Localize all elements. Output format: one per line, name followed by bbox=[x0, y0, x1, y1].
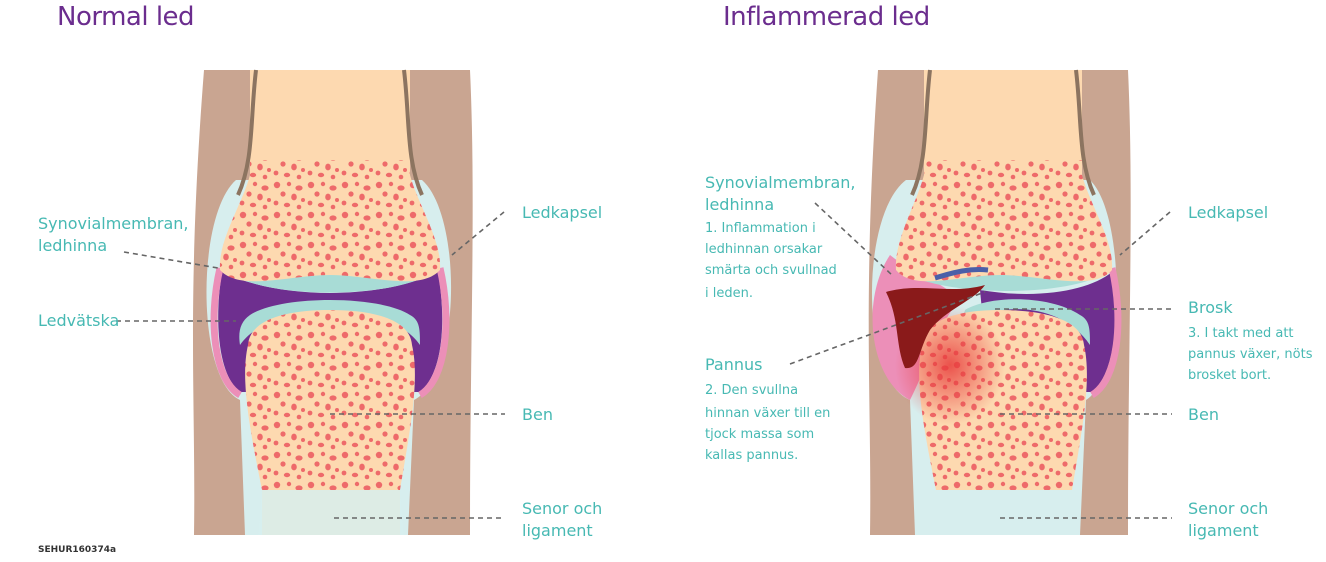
label-pannus: Pannus bbox=[705, 355, 763, 374]
label-ledkapsel-inflamed: Ledkapsel bbox=[1188, 203, 1269, 222]
label-senor-inflamed: Senor och ligament bbox=[1188, 499, 1269, 540]
synovial-membrane-left bbox=[210, 267, 243, 399]
lower-bone bbox=[245, 310, 415, 490]
leader-ledkapsel-normal bbox=[451, 211, 505, 256]
bottom-cartilage bbox=[239, 300, 420, 345]
label-ledkapsel-normal: Ledkapsel bbox=[522, 203, 603, 222]
note-pannus: 2. Den svullna hinnan växer till en tjoc… bbox=[705, 383, 831, 463]
label-synovial-inflamed: Synovialmembran, ledhinna bbox=[705, 173, 856, 214]
label-brosk: Brosk bbox=[1188, 298, 1233, 317]
leader-ledkapsel-inflamed bbox=[1119, 211, 1171, 256]
inflamed-joint bbox=[868, 69, 1131, 535]
label-synovial-normal: Synovialmembran, ledhinna bbox=[38, 214, 189, 255]
note-brosk: 3. I takt med att pannus växer, nöts bro… bbox=[1188, 326, 1313, 383]
leader-synovial-normal bbox=[123, 251, 219, 269]
normal-joint bbox=[193, 69, 473, 535]
label-ben-normal: Ben bbox=[522, 405, 553, 424]
synovial-membrane-right bbox=[417, 267, 450, 399]
label-ledvatska: Ledvätska bbox=[38, 311, 120, 330]
ligament bbox=[258, 490, 404, 535]
pannus-mass bbox=[886, 285, 985, 369]
title-normal-joint: Normal led bbox=[57, 2, 195, 32]
label-ben-inflamed: Ben bbox=[1188, 405, 1219, 424]
image-code: SEHUR160374a bbox=[38, 545, 117, 555]
title-inflamed-joint: Inflammerad led bbox=[723, 2, 930, 32]
leader-pannus bbox=[789, 291, 986, 365]
label-senor-normal: Senor och ligament bbox=[522, 499, 603, 540]
note-inflammation: 1. Inflammation i ledhinnan orsakar smär… bbox=[705, 221, 837, 301]
